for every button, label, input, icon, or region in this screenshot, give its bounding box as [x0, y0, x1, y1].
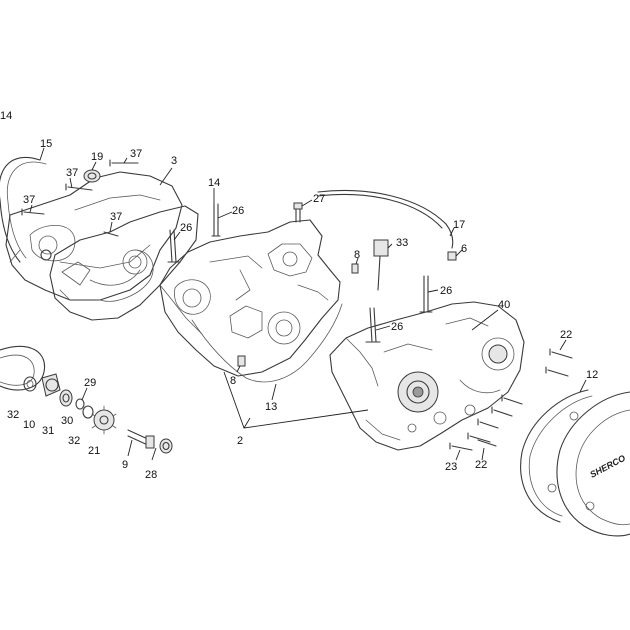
label-3: 3: [171, 155, 177, 167]
label-22-a: 22: [560, 329, 572, 341]
ignition-cover: SHERCO: [520, 389, 630, 537]
label-26-d: 26: [391, 321, 403, 333]
label-31: 31: [42, 425, 54, 437]
label-14-top: 14: [0, 110, 12, 122]
label-23: 23: [445, 461, 457, 473]
right-cover-bolts: [449, 348, 573, 451]
cover-brand-text: SHERCO: [588, 453, 627, 480]
leader-lines: [29, 147, 587, 461]
label-37-d: 37: [110, 211, 122, 223]
label-13: 13: [265, 401, 277, 413]
label-10: 10: [23, 419, 35, 431]
left-clutch-cover: [0, 156, 199, 321]
label-26-a: 26: [232, 205, 244, 217]
label-26-c: 26: [440, 285, 452, 297]
label-32-a: 32: [7, 409, 19, 421]
label-26-b: 26: [180, 222, 192, 234]
label-37-a: 37: [130, 148, 142, 160]
label-37-b: 37: [66, 167, 78, 179]
right-crankcase-half: [317, 189, 525, 451]
label-15: 15: [40, 138, 52, 150]
water-pump-parts: [0, 345, 173, 454]
label-9: 9: [122, 459, 128, 471]
label-19: 19: [91, 151, 103, 163]
label-30: 30: [61, 415, 73, 427]
part-labels: 14 15 19 37 3 37 37 37 14 26 26 27 17 8 …: [0, 110, 598, 481]
label-8-a: 8: [354, 249, 360, 261]
label-37-c: 37: [23, 194, 35, 206]
label-14: 14: [208, 177, 220, 189]
label-12: 12: [586, 369, 598, 381]
label-32-b: 32: [68, 435, 80, 447]
label-28: 28: [145, 469, 157, 481]
label-33: 33: [396, 237, 408, 249]
label-6: 6: [461, 243, 467, 255]
left-crankcase-half: [159, 202, 343, 383]
label-17: 17: [453, 219, 465, 231]
label-8-b: 8: [230, 375, 236, 387]
label-29: 29: [84, 377, 96, 389]
label-27: 27: [313, 193, 325, 205]
label-21: 21: [88, 445, 100, 457]
label-22-b: 22: [475, 459, 487, 471]
label-2: 2: [237, 435, 243, 447]
label-40: 40: [498, 299, 510, 311]
